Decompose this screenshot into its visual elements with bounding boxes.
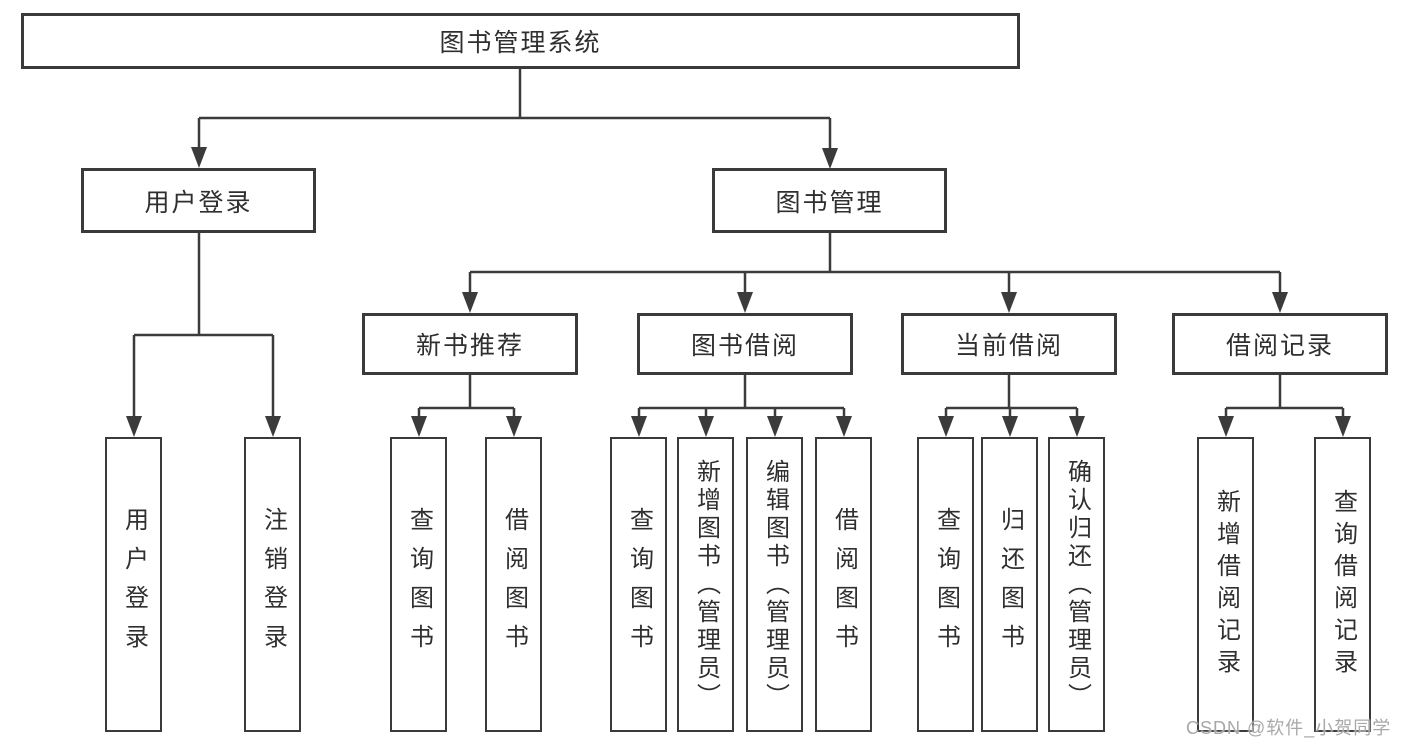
leaf-query-book-1-label: 查询图书 bbox=[405, 506, 433, 663]
arrow-down-icon bbox=[631, 416, 647, 437]
arrow-down-icon bbox=[126, 416, 142, 437]
edge-book-borrow-to-leaves bbox=[637, 375, 846, 422]
arrow-down-icon bbox=[698, 416, 714, 437]
leaf-query-book-2-label: 查询图书 bbox=[625, 506, 653, 663]
node-current-borrow-label: 当前借阅 bbox=[954, 332, 1063, 360]
leaf-return-book-label: 归还图书 bbox=[996, 506, 1024, 663]
arrow-down-icon bbox=[191, 147, 207, 168]
arrow-down-icon bbox=[822, 148, 838, 169]
node-book-borrow-label: 图书借阅 bbox=[690, 332, 799, 360]
edge-book-mgmt-to-level3 bbox=[468, 233, 1282, 296]
leaf-query-book-3-label: 查询图书 bbox=[932, 506, 960, 663]
node-user-login: 用户登录 bbox=[81, 168, 316, 233]
arrow-down-icon bbox=[1272, 292, 1288, 313]
arrow-down-icon bbox=[1218, 416, 1234, 437]
edge-user-login-to-leaves bbox=[132, 233, 275, 420]
leaf-confirm-return-admin-label: 确认归还（管理员） bbox=[1063, 458, 1091, 711]
leaf-edit-book-admin-label: 编辑图书（管理员） bbox=[761, 458, 789, 711]
leaf-confirm-return-admin: 确认归还（管理员） bbox=[1048, 437, 1105, 732]
node-root: 图书管理系统 bbox=[21, 13, 1020, 69]
leaf-return-book: 归还图书 bbox=[981, 437, 1038, 732]
arrow-down-icon bbox=[1002, 416, 1018, 437]
leaf-query-borrow-record-label: 查询借阅记录 bbox=[1329, 488, 1357, 681]
leaf-user-login: 用户登录 bbox=[105, 437, 162, 732]
edge-current-borrow-to-leaves bbox=[944, 375, 1079, 422]
arrowhead-icons bbox=[126, 147, 1351, 437]
leaf-query-borrow-record: 查询借阅记录 bbox=[1314, 437, 1371, 732]
arrow-down-icon bbox=[462, 292, 478, 313]
node-book-mgmt-label: 图书管理 bbox=[775, 188, 884, 217]
node-new-book-label: 新书推荐 bbox=[415, 332, 524, 360]
leaf-edit-book-admin: 编辑图书（管理员） bbox=[746, 437, 803, 732]
node-new-book: 新书推荐 bbox=[362, 313, 578, 375]
edge-new-book-to-leaves bbox=[417, 375, 516, 422]
arrow-down-icon bbox=[411, 416, 427, 437]
node-current-borrow: 当前借阅 bbox=[901, 313, 1117, 375]
node-borrow-record-label: 借阅记录 bbox=[1225, 332, 1334, 360]
leaf-borrow-book-2: 借阅图书 bbox=[815, 437, 872, 732]
arrow-down-icon bbox=[938, 416, 954, 437]
leaf-query-book-2: 查询图书 bbox=[610, 437, 667, 732]
arrow-down-icon bbox=[1069, 416, 1085, 437]
leaf-query-book-1: 查询图书 bbox=[390, 437, 447, 732]
arrow-down-icon bbox=[265, 416, 281, 437]
leaf-query-book-3: 查询图书 bbox=[917, 437, 974, 732]
arrow-down-icon bbox=[1001, 292, 1017, 313]
leaf-borrow-book-1: 借阅图书 bbox=[485, 437, 542, 732]
csdn-watermark: CSDN @软件_小贺同学 bbox=[1186, 718, 1392, 738]
leaf-add-book-admin: 新增图书（管理员） bbox=[677, 437, 734, 732]
leaf-borrow-book-2-label: 借阅图书 bbox=[830, 506, 858, 663]
edge-lines bbox=[132, 69, 1345, 422]
node-user-login-label: 用户登录 bbox=[144, 188, 253, 217]
arrow-down-icon bbox=[506, 416, 522, 437]
edge-borrow-record-to-leaves bbox=[1224, 375, 1345, 422]
node-book-borrow: 图书借阅 bbox=[637, 313, 853, 375]
arrow-down-icon bbox=[737, 292, 753, 313]
leaf-logout: 注销登录 bbox=[244, 437, 301, 732]
leaf-borrow-book-1-label: 借阅图书 bbox=[500, 506, 528, 663]
arrow-down-icon bbox=[767, 416, 783, 437]
node-borrow-record: 借阅记录 bbox=[1172, 313, 1388, 375]
leaf-user-login-label: 用户登录 bbox=[120, 506, 148, 663]
arrow-down-icon bbox=[836, 416, 852, 437]
leaf-add-borrow-record: 新增借阅记录 bbox=[1197, 437, 1254, 732]
leaf-add-book-admin-label: 新增图书（管理员） bbox=[692, 458, 720, 711]
arrow-down-icon bbox=[1335, 416, 1351, 437]
edge-root-to-level2 bbox=[197, 69, 832, 151]
node-book-mgmt: 图书管理 bbox=[712, 168, 947, 233]
leaf-logout-label: 注销登录 bbox=[259, 506, 287, 663]
leaf-add-borrow-record-label: 新增借阅记录 bbox=[1212, 488, 1240, 681]
node-root-label: 图书管理系统 bbox=[439, 29, 602, 57]
